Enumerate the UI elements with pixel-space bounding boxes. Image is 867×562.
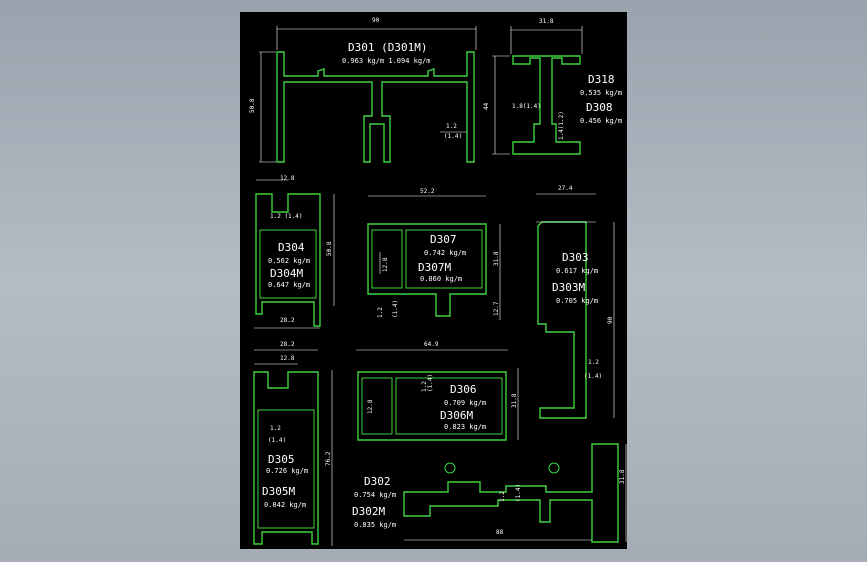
- d303-height-dim: 90: [607, 316, 614, 324]
- d304-height-dim: 50.8: [326, 241, 333, 256]
- d301-width-dim: 90: [372, 17, 380, 24]
- d301-height-dim: 50.8: [249, 98, 256, 113]
- d301-weight: 0.963 kg/m 1.094 kg/m: [342, 57, 431, 65]
- profile-d307: [367, 195, 501, 320]
- d304-wall-dim: 1.2 (1.4): [270, 213, 303, 220]
- d318-flange-dim: 1.4(1.2): [558, 111, 565, 140]
- d307m-weight: 0.860 kg/m: [420, 275, 463, 283]
- d306m-weight: 0.823 kg/m: [444, 423, 487, 431]
- d303-label: D303: [562, 251, 589, 264]
- d302m-weight: 0.835 kg/m: [354, 521, 397, 529]
- d318-width-dim: 31.8: [539, 18, 554, 25]
- d318-height-dim: 44: [483, 102, 490, 110]
- d308-weight: 0.456 kg/m: [580, 117, 623, 125]
- d307-wall-dim: 1.2: [377, 307, 384, 318]
- profile-d302: [403, 443, 627, 543]
- d305-weight: 0.726 kg/m: [266, 467, 309, 475]
- d303-weight: 0.617 kg/m: [556, 267, 599, 275]
- profile-drawing: [253, 26, 627, 546]
- d302-width-dim: 88: [496, 529, 504, 536]
- d305-wall-alt-dim: (1.4): [268, 437, 287, 444]
- d302m-label: D302M: [352, 505, 386, 518]
- d307-width-dim: 52.2: [420, 188, 435, 195]
- d307-step-dim: 12.7: [493, 301, 500, 316]
- d304-top-width-dim: 12.8: [280, 175, 295, 182]
- d303m-label: D303M: [552, 281, 586, 294]
- d306m-label: D306M: [440, 409, 474, 422]
- d304-label: D304: [278, 241, 305, 254]
- profile-d306: [356, 349, 519, 441]
- d304-weight: 0.562 kg/m: [268, 257, 311, 265]
- d306-slot-dim: 12.8: [367, 399, 374, 414]
- d303-wall-dim: 1.2: [588, 359, 599, 366]
- d318-web-dim: 1.8(1.4): [512, 103, 541, 110]
- d304m-label: D304M: [270, 267, 304, 280]
- d307-label: D307: [430, 233, 457, 246]
- profile-d304: [254, 179, 335, 329]
- d307-height-dim: 31.8: [493, 251, 500, 266]
- d307-slot-dim: 12.8: [382, 257, 389, 272]
- d308-label: D308: [586, 101, 613, 114]
- d301-wall-alt-dim: (1.4): [444, 133, 463, 140]
- d303-width-dim: 27.4: [558, 185, 573, 192]
- d305-wall-dim: 1.2: [270, 425, 281, 432]
- d305m-label: D305M: [262, 485, 296, 498]
- d301-wall-dim: 1.2: [446, 123, 457, 130]
- d302-height-dim: 31.8: [619, 469, 626, 484]
- d307-weight: 0.742 kg/m: [424, 249, 467, 257]
- d305-label: D305: [268, 453, 295, 466]
- d305-height-dim: 76.2: [325, 451, 332, 466]
- d318-label: D318: [588, 73, 615, 86]
- d305m-weight: 0.842 kg/m: [264, 501, 307, 509]
- profile-d305: [253, 349, 333, 546]
- d302-label: D302: [364, 475, 391, 488]
- d306-wall-alt-dim: (1.4): [427, 373, 434, 392]
- d305-slot-dim: 12.8: [280, 355, 295, 362]
- d304m-weight: 0.647 kg/m: [268, 281, 311, 289]
- d318-weight: 0.535 kg/m: [580, 89, 623, 97]
- d303-wall-alt-dim: (1.4): [584, 373, 603, 380]
- d304-width-dim: 28.2: [280, 317, 295, 324]
- d306-width-dim: 64.9: [424, 341, 439, 348]
- d301-label: D301 (D301M): [348, 41, 428, 54]
- d307-wall-alt-dim: (1.4): [392, 299, 399, 318]
- profile-d303: [536, 193, 615, 419]
- d306-label: D306: [450, 383, 477, 396]
- profile-d318: [492, 26, 583, 155]
- d306-weight: 0.709 kg/m: [444, 399, 487, 407]
- d303m-weight: 0.705 kg/m: [556, 297, 599, 305]
- drawing-sheet: 90 50.8 D301 (D301M) 0.963 kg/m 1.094 kg…: [240, 12, 627, 549]
- d302-weight: 0.754 kg/m: [354, 491, 397, 499]
- d306-height-dim: 31.8: [511, 393, 518, 408]
- profile-d301: [259, 26, 477, 163]
- d305-width-dim: 28.2: [280, 341, 295, 348]
- d302-wall-alt-dim: (1.4): [515, 483, 522, 502]
- d302-wall-dim: 1.2: [499, 491, 506, 502]
- d307m-label: D307M: [418, 261, 452, 274]
